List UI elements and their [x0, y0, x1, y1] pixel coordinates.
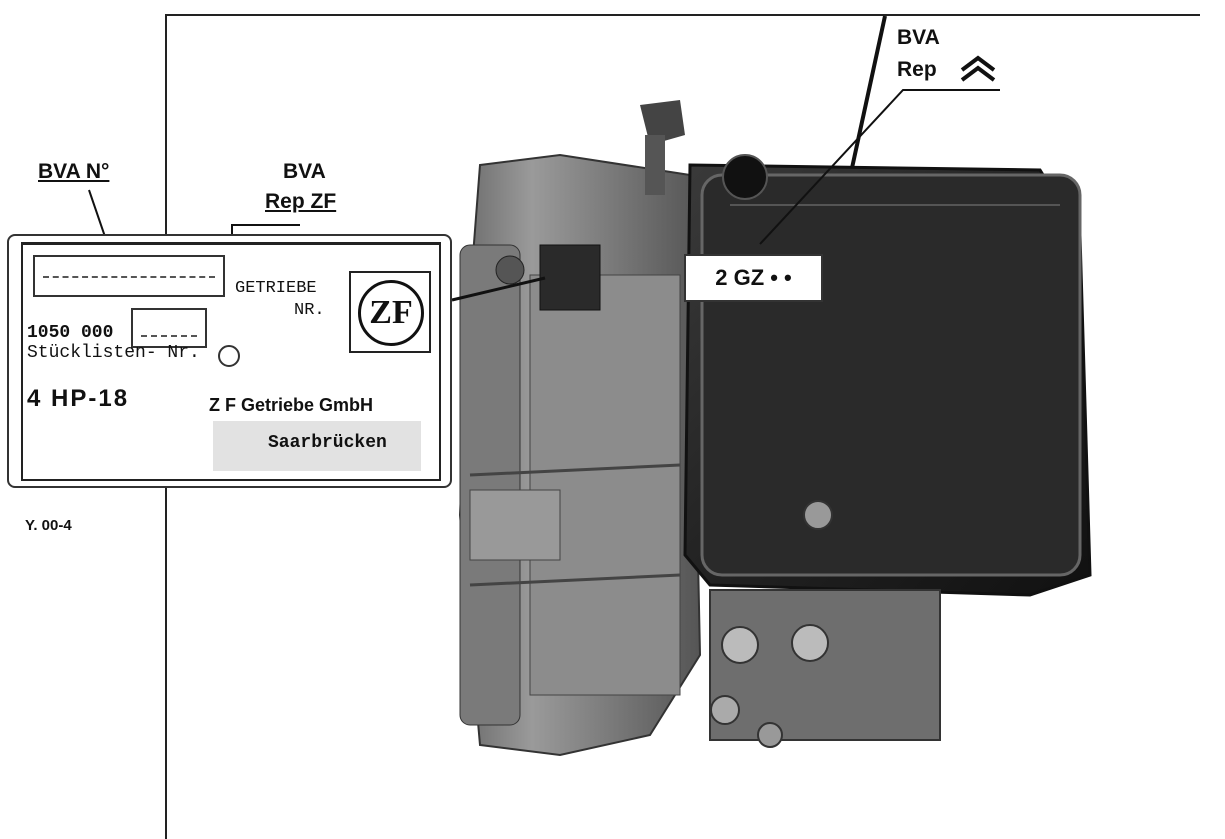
gearbox-code-callout: 2 GZ • • [684, 254, 823, 302]
city-name: Saarbrücken [268, 433, 387, 453]
transmission-illustration [458, 100, 1092, 757]
stuecklisten-label: Stücklisten- Nr. [27, 343, 200, 363]
maker-name: Z F Getriebe GmbH [209, 395, 374, 415]
bva-number-field [33, 255, 225, 297]
bva-rep-zf-label-line2: Rep ZF [265, 190, 337, 213]
getriebe-label: GETRIEBE [235, 279, 317, 298]
id-plate-inner: GETRIEBE NR. ZF 1050 000 Stücklisten- Nr… [21, 242, 441, 481]
part-number: 1050 000 [27, 323, 114, 343]
nr-label: NR. [294, 301, 325, 320]
figure-reference: Y. 00-4 [25, 517, 72, 534]
rep-zf-field [131, 308, 207, 348]
model-number: 4 HP-18 [27, 385, 130, 412]
bva-rep-zf-label-line1: BVA [283, 160, 326, 183]
bva-rep-label-line2: Rep [897, 58, 937, 81]
bva-number-label: BVA N° [38, 160, 110, 183]
id-plate: GETRIEBE NR. ZF 1050 000 Stücklisten- Nr… [7, 234, 452, 488]
zf-logo: ZF [349, 271, 431, 353]
bva-rep-label-line1: BVA [897, 26, 940, 49]
citroen-chevrons-icon [960, 55, 996, 82]
top-frame-line [165, 14, 1200, 16]
city-shade [213, 421, 421, 471]
blank-circle [218, 345, 240, 367]
